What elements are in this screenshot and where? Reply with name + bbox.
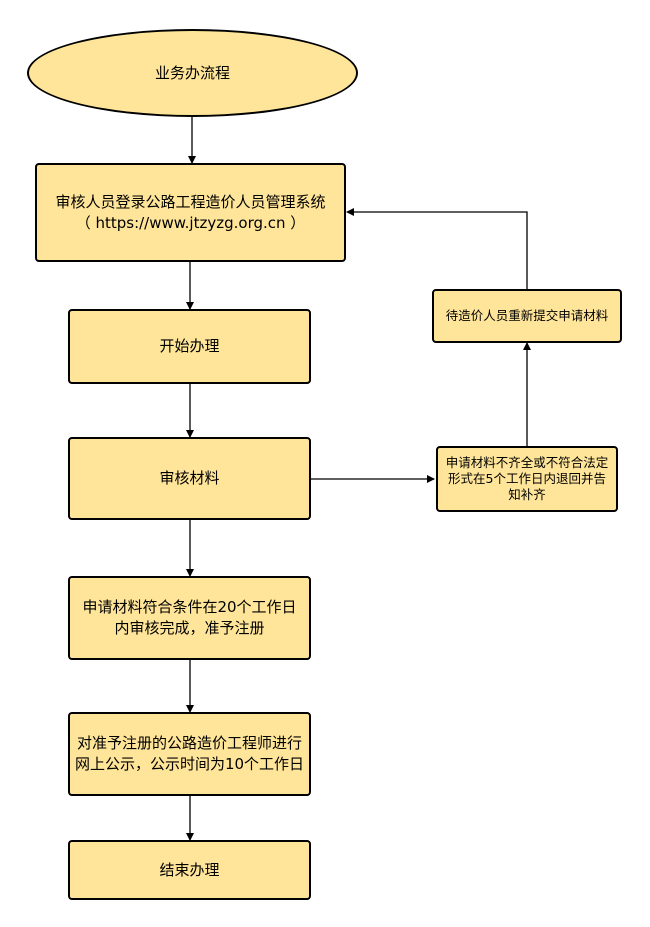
end-label: 结束办理 bbox=[159, 860, 220, 879]
begin-node: 开始办理 bbox=[68, 309, 311, 384]
approve-node: 申请材料符合条件在20个工作日内审核完成，准予注册 bbox=[68, 576, 311, 660]
start-label: 业务办流程 bbox=[154, 63, 230, 82]
login-label-system: 审核人员登录公路工程造价人员管理系统 bbox=[55, 192, 326, 211]
login-label-url: （ https://www.jtzyzg.org.cn ） bbox=[75, 213, 306, 232]
review-label: 审核材料 bbox=[159, 469, 220, 487]
arrow-resubmit-to-login bbox=[346, 208, 528, 289]
publicity-node: 对准予注册的公路造价工程师进行网上公示，公示时间为10个工作日 bbox=[68, 712, 311, 796]
end-node: 结束办理 bbox=[68, 840, 311, 900]
review-node: 审核材料 bbox=[68, 437, 311, 520]
publicity-label: 对准予注册的公路造价工程师进行网上公示，公示时间为10个工作日 bbox=[74, 734, 305, 773]
reject-label: 申请材料不齐全或不符合法定形式在5个工作日内退回并告知补齐 bbox=[445, 455, 609, 502]
start-node: 业务办流程 bbox=[27, 29, 358, 117]
resubmit-label: 待造价人员重新提交申请材料 bbox=[445, 308, 609, 323]
begin-label: 开始办理 bbox=[159, 337, 220, 355]
resubmit-node: 待造价人员重新提交申请材料 bbox=[432, 289, 622, 343]
approve-label: 申请材料符合条件在20个工作日内审核完成，准予注册 bbox=[82, 598, 297, 637]
reject-node: 申请材料不齐全或不符合法定形式在5个工作日内退回并告知补齐 bbox=[436, 446, 618, 512]
login-node: 审核人员登录公路工程造价人员管理系统 （ https://www.jtzyzg.… bbox=[35, 163, 346, 262]
